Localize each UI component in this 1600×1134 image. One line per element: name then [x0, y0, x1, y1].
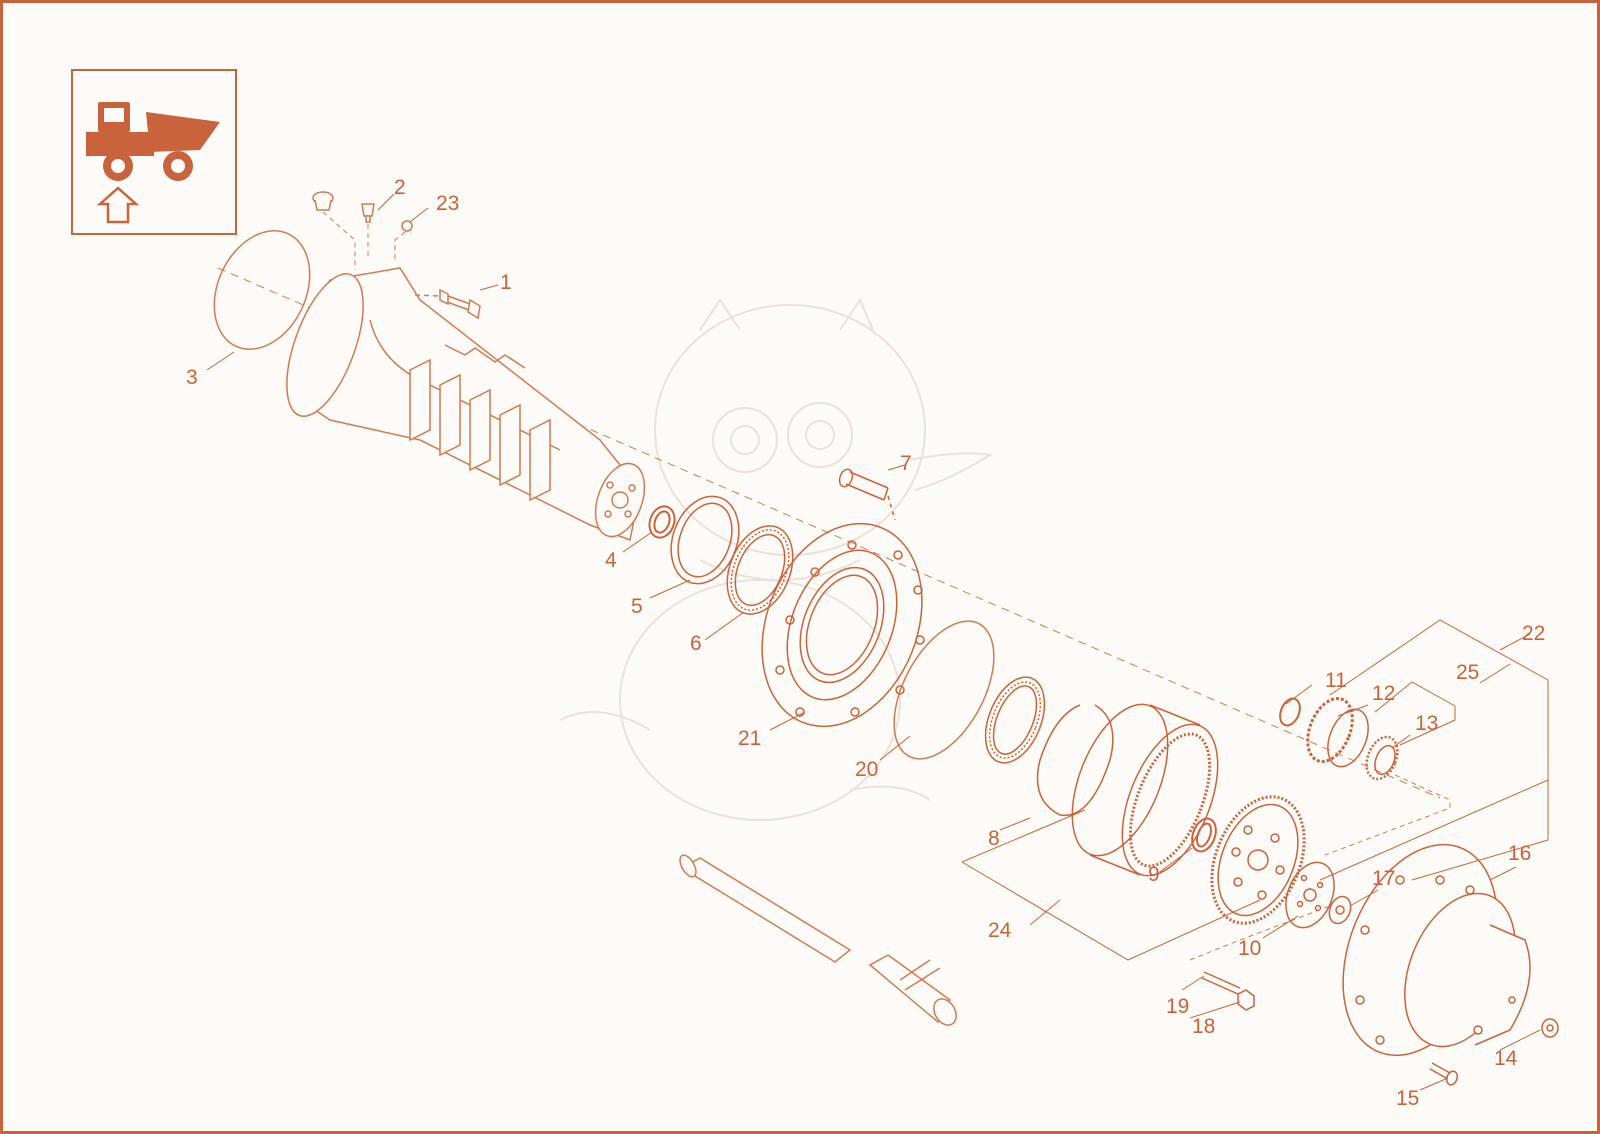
part-17-washer: [1328, 895, 1352, 925]
callout-5: 5: [631, 595, 643, 618]
top-plug: [312, 191, 334, 211]
part-13-needle-bearing: [1365, 735, 1399, 781]
axle-housing: [286, 267, 646, 542]
callout-14: 14: [1494, 1047, 1518, 1070]
callout-6: 6: [690, 632, 702, 655]
callout-11: 11: [1325, 669, 1347, 692]
part-11-circlip: [1279, 697, 1301, 727]
ring-gear: [1071, 703, 1219, 877]
planet-carrier-gear: [1210, 795, 1306, 925]
part-23-plug: [401, 220, 413, 232]
part-14-drain-plug: [1541, 1018, 1559, 1038]
part-5-ring: [670, 495, 740, 585]
axle-shaft: [679, 854, 957, 1026]
part-18-nut: [1237, 989, 1255, 1011]
part-9-thrust-washer: [1191, 817, 1217, 853]
callout-24: 24: [988, 919, 1012, 942]
callout-20: 20: [855, 758, 878, 781]
part-bearing-inner: [984, 676, 1046, 764]
callout-12: 12: [1372, 682, 1395, 705]
callout-13: 13: [1415, 712, 1438, 735]
callout-9: 9: [1148, 863, 1160, 886]
callout-19: 19: [1166, 995, 1189, 1018]
callout-25: 25: [1456, 661, 1479, 684]
mascot-watermark: [559, 297, 993, 821]
assembly-axis: [217, 267, 1441, 799]
callout-21: 21: [738, 727, 761, 750]
callout-1: 1: [500, 271, 512, 294]
callout-16: 16: [1508, 842, 1531, 865]
leader-lines: [206, 193, 1541, 1091]
part-12-planet-gear: [1306, 696, 1369, 768]
part-7-wheel-stud: [838, 468, 896, 521]
part-21-wheel-hub: [761, 522, 925, 728]
part-1-bolt: [414, 288, 481, 320]
callout-2: 2: [394, 176, 406, 199]
part-6-bearing: [726, 525, 794, 615]
part-4-seal: [648, 505, 676, 539]
part-3-o-ring: [213, 230, 311, 350]
part-20-o-ring: [893, 620, 995, 760]
vehicle-icon-box: [71, 69, 237, 235]
callout-15: 15: [1396, 1087, 1419, 1110]
callout-18: 18: [1192, 1015, 1215, 1038]
callout-labels: 1 2 3 4 5 6 7 8 9 10 11 12 13 14 15 16 1…: [186, 176, 1545, 1110]
part-8-snap-ring: [1036, 704, 1114, 817]
callout-17: 17: [1372, 867, 1395, 890]
callout-7: 7: [900, 452, 912, 475]
callout-4: 4: [605, 549, 617, 572]
callout-22: 22: [1522, 622, 1545, 645]
group-bracket-lines: [961, 619, 1549, 961]
part-10-disc: [1285, 861, 1335, 929]
callout-10: 10: [1238, 937, 1261, 960]
stud-guide-line: [1189, 905, 1331, 961]
part-16-hub-cover: [1342, 843, 1531, 1057]
plug-guide-lines: [322, 211, 406, 270]
up-arrow-icon: [96, 186, 140, 224]
part-2-breather: [361, 203, 375, 223]
part-19-stud: [1201, 971, 1241, 995]
planet-guide-line: [1324, 774, 1451, 856]
dump-truck-icon: [86, 102, 220, 181]
callout-23: 23: [436, 192, 459, 215]
callout-3: 3: [186, 366, 198, 389]
callout-8: 8: [988, 827, 1000, 850]
part-15-screw: [1429, 1062, 1459, 1086]
